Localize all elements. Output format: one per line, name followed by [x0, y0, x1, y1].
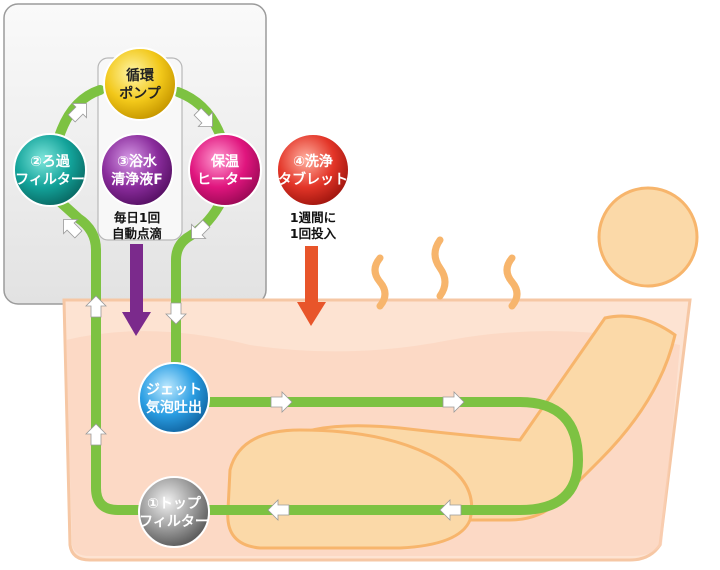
heater-label-line1: 保温 — [210, 153, 239, 170]
pump-label-line1: 循環 — [126, 67, 155, 84]
tablet-node: ④洗浄 タブレット — [276, 133, 350, 207]
pump-label-line2: ポンプ — [119, 85, 162, 102]
filter2-node: ②ろ過 フィルター — [13, 133, 87, 207]
jet-label-line2: 気泡吐出 — [146, 399, 202, 416]
filter1-node: ①トップ フィルター — [138, 476, 210, 548]
cleaner-note: 毎日1回 自動点滴 — [112, 210, 162, 241]
jet-label-line1: ジェット — [146, 382, 202, 398]
cleaner-note-line2: 自動点滴 — [112, 226, 162, 241]
cleaner-label-line2: 清浄液F — [111, 171, 163, 188]
steam-wave-icon — [371, 236, 521, 310]
cleaner-label-line1: ③浴水 — [117, 153, 158, 170]
filter1-label-line1: ①トップ — [147, 496, 202, 512]
bather-legs — [226, 428, 474, 550]
tablet-note-line1: 1週間に — [290, 210, 336, 225]
heater-node: 保温 ヒーター — [188, 133, 262, 207]
pump-node: 循環 ポンプ — [103, 47, 177, 121]
filter2-label-line2: フィルター — [15, 172, 85, 188]
tablet-label-line2: タブレット — [278, 171, 348, 188]
filter2-label-line1: ②ろ過 — [30, 154, 71, 170]
tablet-note-line2: 1回投入 — [290, 226, 337, 241]
cleaner-drip-arrow — [122, 244, 151, 336]
heater-label-line2: ヒーター — [197, 172, 253, 188]
filter1-label-line2: フィルター — [139, 514, 209, 530]
bather-head — [597, 186, 699, 288]
jet-node: ジェット 気泡吐出 — [138, 362, 210, 434]
circulation-pipe — [53, 85, 583, 515]
cleaner-note-line1: 毎日1回 — [114, 210, 160, 225]
tablet-label-line1: ④洗浄 — [293, 153, 333, 170]
tablet-arrow — [297, 246, 326, 326]
cleaner-node: ③浴水 清浄液F — [100, 133, 174, 207]
tablet-note: 1週間に 1回投入 — [290, 210, 337, 241]
